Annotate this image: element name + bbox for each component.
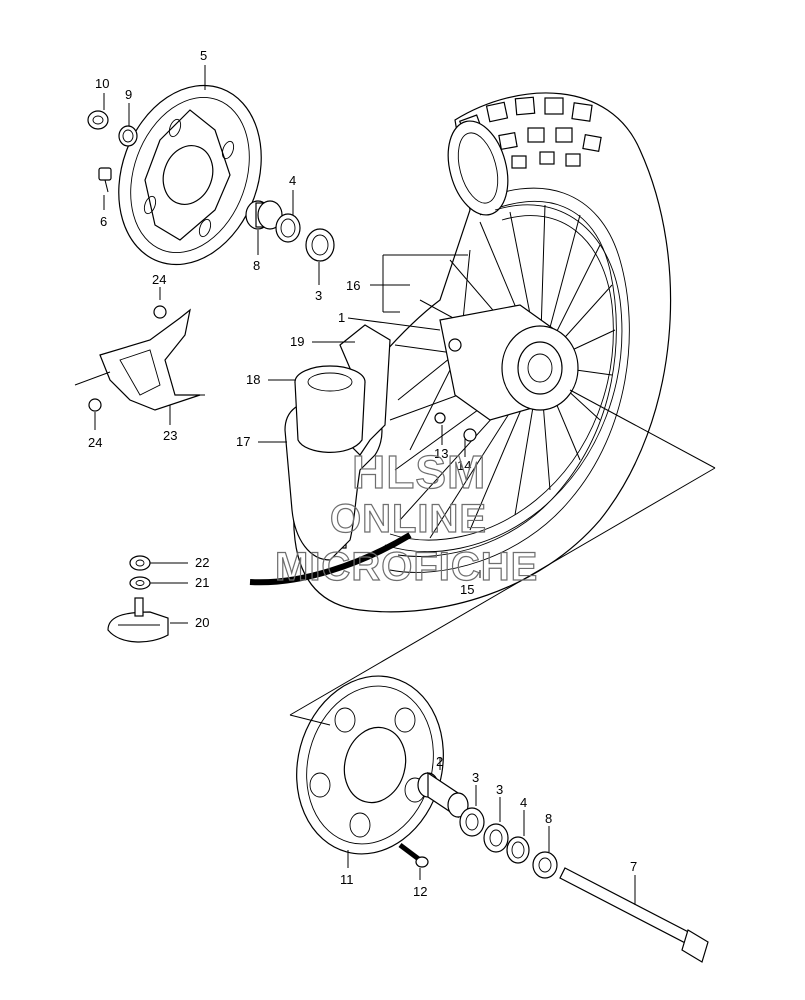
callout-4-lower: 4 — [520, 795, 527, 810]
bolt-12 — [398, 843, 429, 868]
callout-24-top: 24 — [152, 272, 166, 287]
callout-3-lower-a: 3 — [472, 770, 479, 785]
callout-3-top: 3 — [315, 288, 322, 303]
nut-22 — [129, 555, 151, 571]
spacer-2 — [417, 771, 469, 819]
watermark: HLSM ONLINE MICROFICHE — [274, 445, 538, 589]
inner-tube — [249, 532, 412, 586]
seal-4-lower — [506, 836, 530, 864]
sprocket — [296, 675, 444, 855]
leader-lines — [74, 65, 716, 905]
callout-labels: 5 10 9 6 4 8 3 16 1 19 18 17 13 14 15 24… — [88, 48, 637, 899]
tire-tread — [295, 96, 602, 549]
bolt-6 — [98, 167, 112, 193]
rim-lock-20 — [107, 597, 169, 643]
watermark-line-2: ONLINE — [330, 497, 487, 541]
bearing-3-top — [305, 228, 335, 262]
callout-2: 2 — [436, 754, 443, 769]
callout-24-bottom: 24 — [88, 435, 102, 450]
spacer-8-lower — [532, 851, 558, 879]
callout-13: 13 — [434, 446, 448, 461]
callout-19: 19 — [290, 334, 304, 349]
seal-4-top — [275, 213, 301, 243]
callout-11: 11 — [340, 872, 354, 887]
callout-6: 6 — [100, 214, 107, 229]
callout-10: 10 — [95, 76, 109, 91]
callout-16: 16 — [346, 278, 360, 293]
callout-23: 23 — [163, 428, 177, 443]
rim-and-spokes — [384, 204, 623, 553]
callout-12: 12 — [413, 884, 427, 899]
nut-10 — [87, 110, 109, 130]
callout-20: 20 — [195, 615, 209, 630]
callout-5: 5 — [200, 48, 207, 63]
washer-21 — [129, 576, 151, 590]
callout-7: 7 — [630, 859, 637, 874]
callout-4-top: 4 — [289, 173, 296, 188]
callout-15: 15 — [460, 582, 474, 597]
bearing-3-lower-b — [483, 823, 509, 853]
brake-disc — [118, 84, 262, 266]
callout-17: 17 — [236, 434, 250, 449]
callout-8-lower: 8 — [545, 811, 552, 826]
axle-7 — [559, 867, 709, 963]
callout-18: 18 — [246, 372, 260, 387]
watermark-line-1: HLSM — [352, 446, 486, 498]
callout-8-top: 8 — [253, 258, 260, 273]
watermark-line-3: MICROFICHE — [275, 545, 538, 589]
callout-9: 9 — [125, 87, 132, 102]
callout-21: 21 — [195, 575, 209, 590]
spacer-8-top — [245, 200, 283, 230]
tube — [294, 365, 366, 453]
callout-3-lower-b: 3 — [496, 782, 503, 797]
washer-9 — [118, 125, 138, 147]
callout-1: 1 — [338, 310, 345, 325]
callout-22: 22 — [195, 555, 209, 570]
bearing-3-lower-a — [459, 807, 485, 837]
callout-14: 14 — [457, 458, 471, 473]
disc-guard — [88, 305, 201, 412]
hub — [434, 304, 579, 442]
